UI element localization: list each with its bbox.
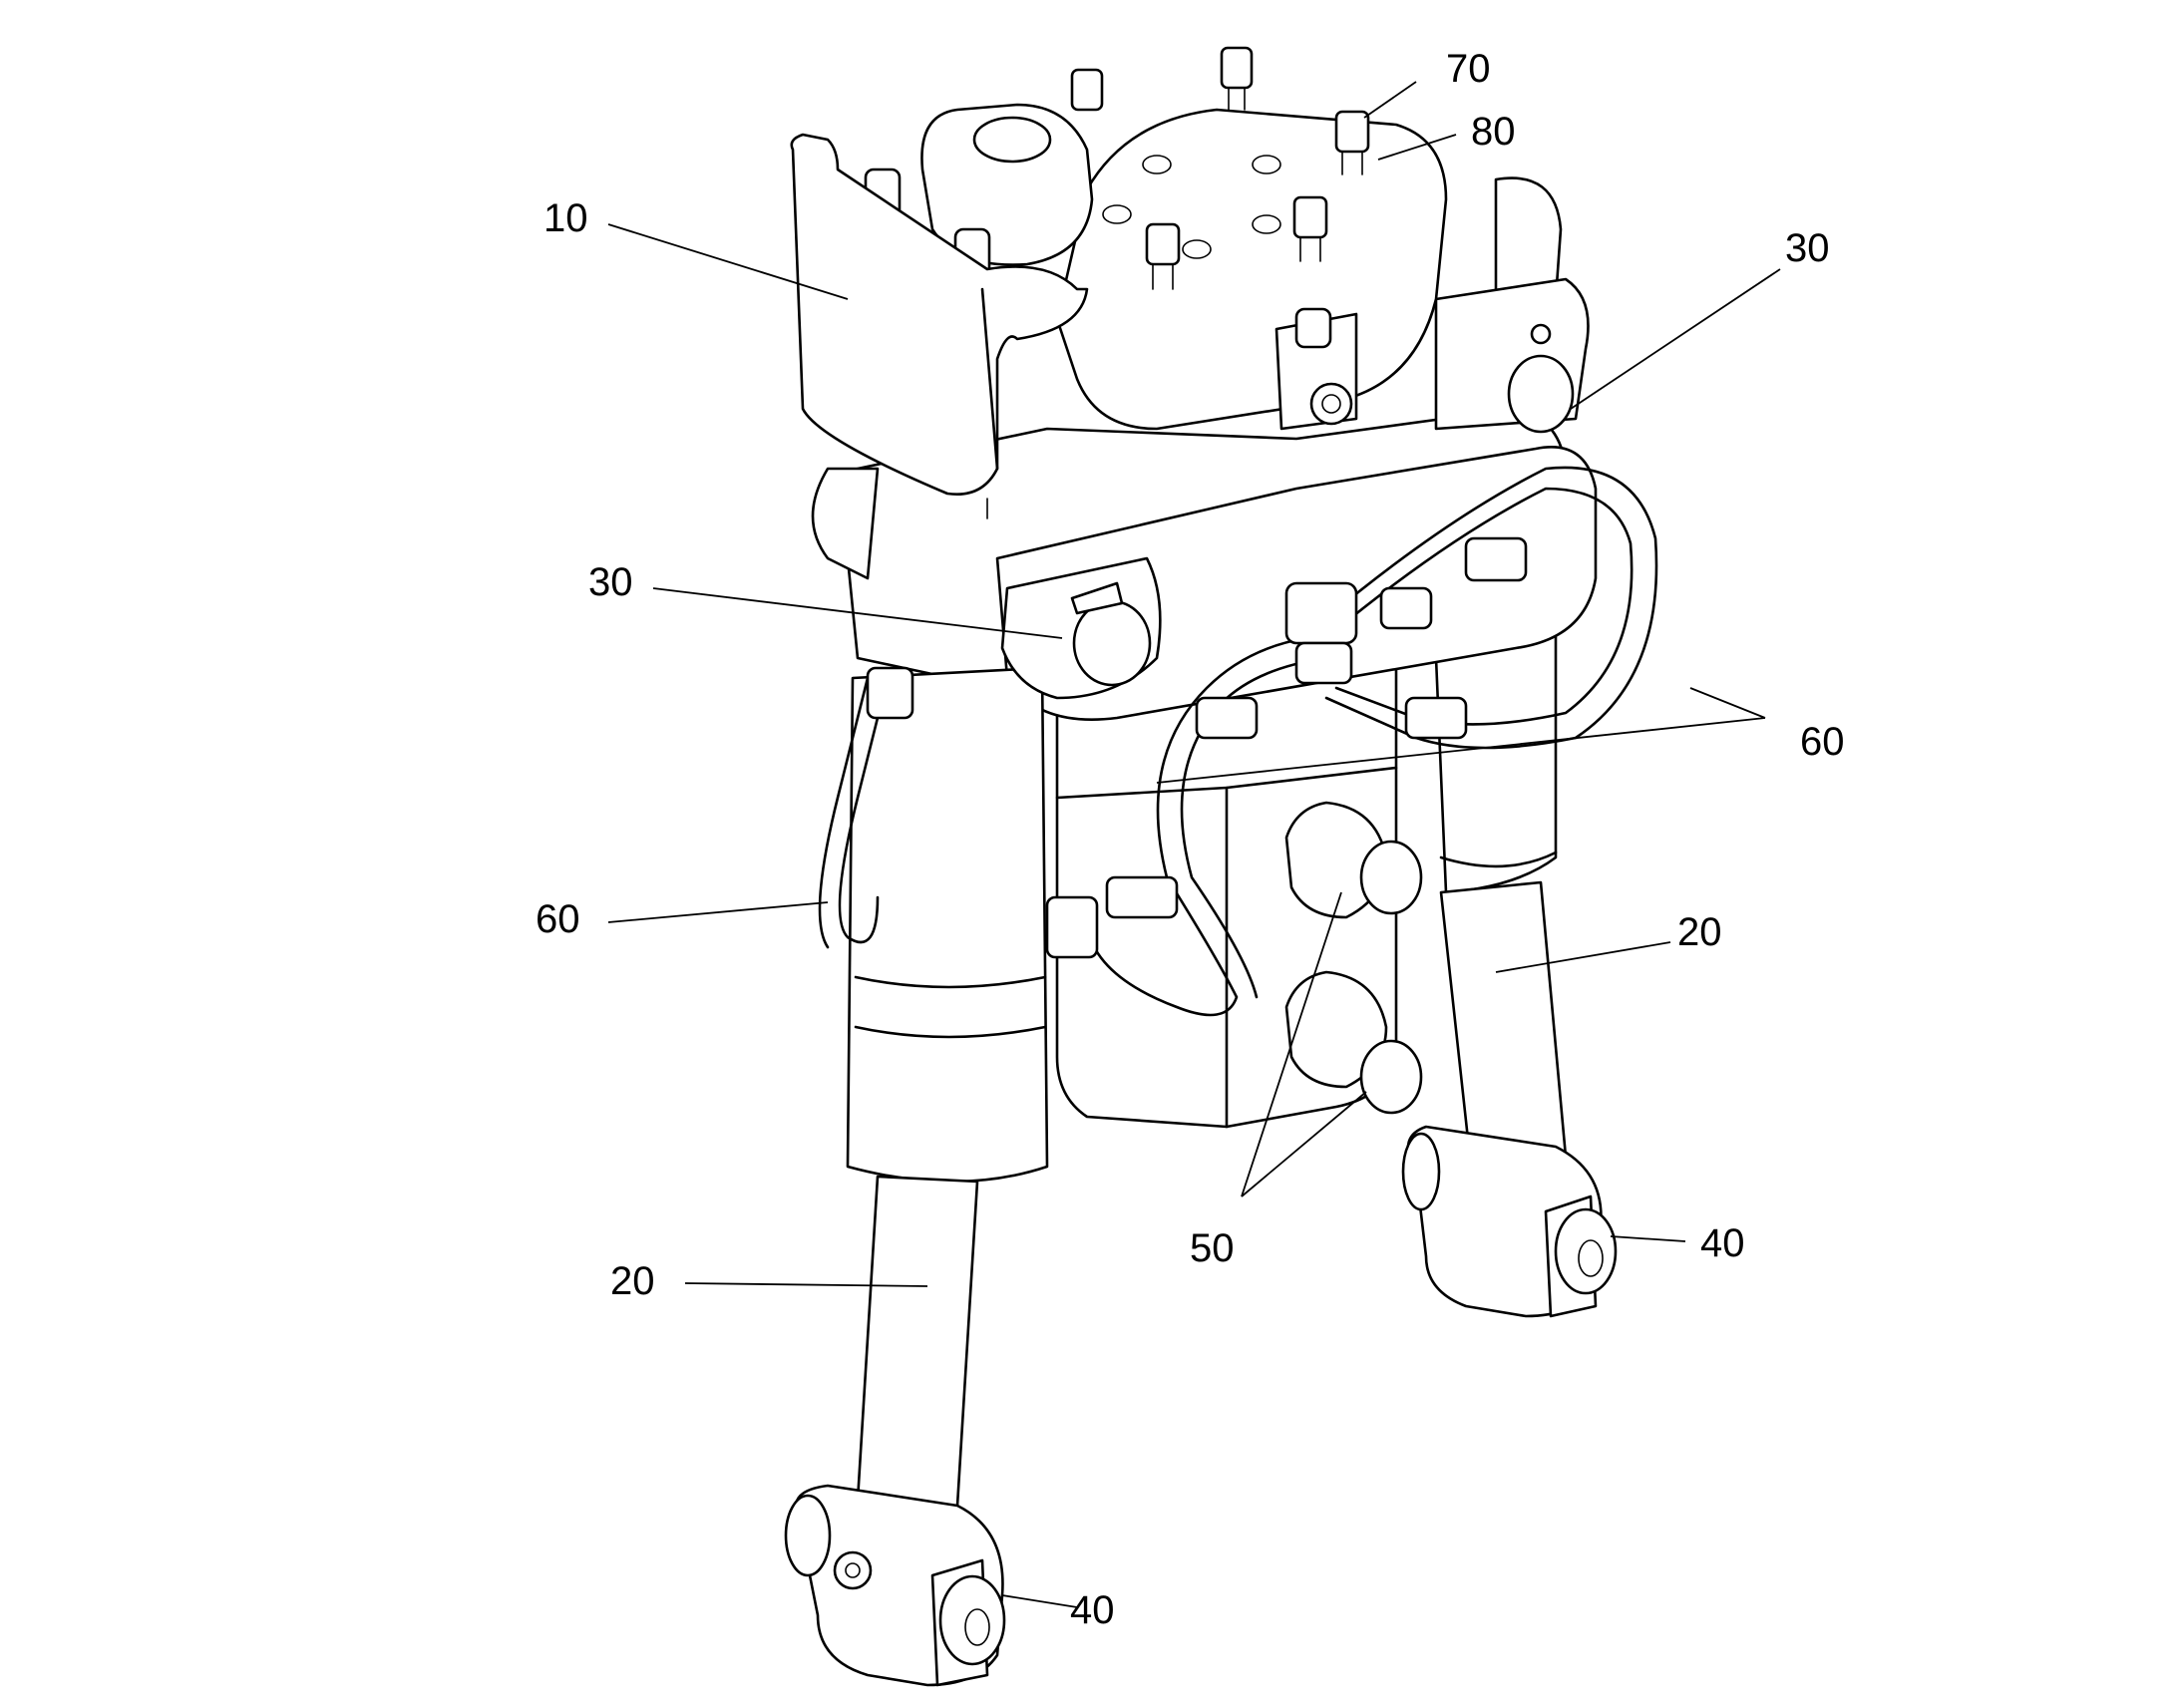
label-70: 70: [1446, 47, 1491, 91]
left-rod-end: [784, 1484, 1006, 1687]
label-60-left: 60: [536, 897, 580, 941]
label-30-left: 30: [588, 560, 633, 604]
label-20-right: 20: [1677, 910, 1722, 954]
label-30-right: 30: [1785, 226, 1830, 270]
hose-fittings: [866, 536, 1528, 959]
top-cover: [920, 103, 1448, 431]
left-cylinder: [846, 666, 1049, 1508]
label-20-left: 20: [610, 1259, 655, 1303]
reference-labels: 70 80 10 30 30 60 60 20 20 50 40 40: [536, 47, 1845, 1632]
label-50: 50: [1190, 1226, 1235, 1270]
hydraulic-hoses: [818, 466, 1658, 1017]
guard-shield: [790, 133, 1089, 519]
label-60-right: 60: [1800, 720, 1845, 764]
cap-screws: [1070, 46, 1370, 290]
pivot-caps: [1000, 556, 1423, 1115]
label-10: 10: [544, 196, 588, 240]
label-40-left: 40: [1070, 1588, 1115, 1632]
label-80: 80: [1471, 110, 1516, 154]
label-40-right: 40: [1700, 1221, 1745, 1265]
right-rod-end: [1401, 1125, 1618, 1318]
leader-lines: [607, 81, 1781, 1608]
